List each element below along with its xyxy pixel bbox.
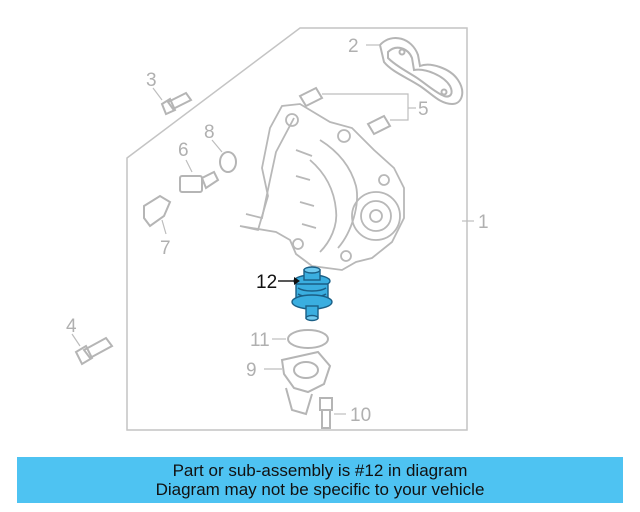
callout-11: 11 [250, 330, 270, 351]
bolt-part-10 [319, 397, 333, 429]
banner-line-1: Part or sub-assembly is #12 in diagram [172, 461, 468, 480]
callout-3: 3 [146, 70, 157, 91]
info-banner: Part or sub-assembly is #12 in diagram D… [17, 457, 623, 503]
banner-line-2: Diagram may not be specific to your vehi… [155, 480, 485, 499]
o-ring-part-8 [219, 151, 237, 173]
bolt-part-3 [160, 91, 193, 116]
outlet-flange-part [280, 350, 332, 416]
o-ring-part-11 [287, 329, 329, 349]
dowel-pins-part [298, 86, 392, 136]
thermostat-part [291, 266, 333, 322]
callout-4: 4 [66, 316, 77, 337]
callout-5-bracket [322, 93, 416, 121]
callout-12: 12 [256, 272, 277, 293]
callout-2: 2 [348, 36, 359, 57]
callout-6: 6 [178, 140, 189, 161]
callout-9: 9 [246, 360, 257, 381]
callout-12-arrowhead [294, 277, 300, 285]
clip-part [143, 194, 172, 228]
callout-7: 7 [160, 238, 171, 259]
parts-diagram: 1 2 3 5 6 8 7 [66, 27, 489, 431]
callout-8: 8 [204, 122, 215, 143]
gasket-part [378, 36, 464, 106]
callout-1: 1 [478, 212, 489, 233]
water-pump-housing [239, 103, 405, 271]
callout-10: 10 [350, 405, 371, 426]
sensor-part [179, 170, 220, 193]
diagram-frame [126, 27, 468, 431]
bolt-part-4 [74, 336, 114, 366]
callout-5: 5 [418, 99, 429, 120]
